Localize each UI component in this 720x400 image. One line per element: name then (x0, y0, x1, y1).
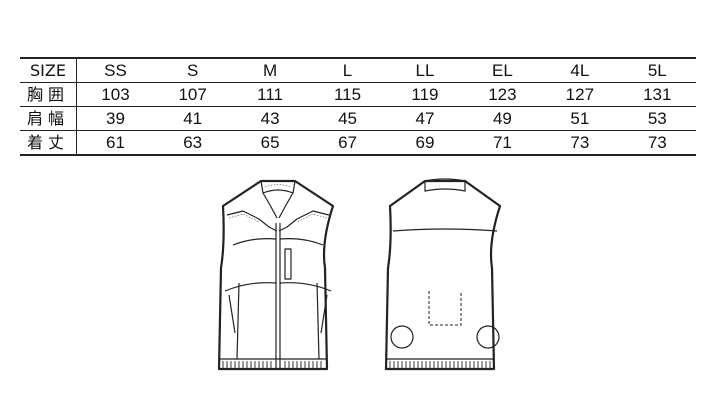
size-col-header: 4L (541, 57, 619, 83)
table-cell: 63 (153, 130, 232, 156)
size-col-header: S (153, 57, 232, 83)
table-cell: 53 (618, 106, 696, 131)
back-yoke-seam (392, 228, 498, 232)
waist-seam-right (279, 282, 332, 292)
back-body-outline (384, 179, 502, 371)
side-seam-right (316, 282, 320, 360)
table-cell: 119 (386, 82, 464, 107)
table-cell: 73 (618, 130, 696, 156)
side-pocket-left (228, 294, 236, 334)
back-collar (424, 178, 466, 192)
table-cell: 73 (541, 130, 619, 156)
table-cell: 111 (231, 82, 309, 107)
row-label-shoulder: 肩幅 (20, 106, 77, 131)
yoke-right (278, 210, 330, 232)
collar-left (260, 180, 278, 219)
front-body-outline (217, 179, 335, 371)
length-row: 着丈 61 63 65 67 69 71 73 73 (20, 130, 696, 156)
size-header-label: SIZE (20, 57, 77, 83)
waist-seam-left (224, 282, 277, 292)
stitch-collar (264, 184, 292, 188)
table-cell: 43 (231, 106, 309, 131)
size-col-header: 5L (618, 57, 696, 83)
size-chart-table: SIZE SS S M L LL EL 4L 5L 胸囲 103 107 111… (20, 57, 696, 156)
table-cell: 107 (153, 82, 232, 107)
table-cell: 41 (153, 106, 232, 131)
side-seam-left (236, 282, 240, 360)
table-cell: 71 (463, 130, 542, 156)
table-cell: 67 (308, 130, 387, 156)
table-cell: 115 (308, 82, 387, 107)
yoke-left (226, 210, 278, 232)
table-cell: 47 (386, 106, 464, 131)
table-cell: 131 (618, 82, 696, 107)
chest-panel-right (279, 238, 324, 246)
table-cell: 123 (463, 82, 542, 107)
table-cell: 127 (541, 82, 619, 107)
row-label-chest: 胸囲 (20, 82, 77, 107)
battery-pocket-dashed (428, 291, 462, 326)
stitch-yoke-left (228, 213, 260, 223)
back-hem-rib (389, 361, 491, 368)
table-cell: 39 (76, 106, 154, 131)
shoulder-row: 肩幅 39 41 43 45 47 49 51 53 (20, 106, 696, 131)
chest-panel-left (232, 238, 277, 246)
table-cell: 49 (463, 106, 542, 131)
collar-right (278, 180, 296, 219)
size-col-header: LL (386, 57, 464, 83)
size-col-header: SS (76, 57, 154, 83)
stitch-yoke-right (296, 213, 328, 223)
vest-front-illustration (217, 179, 335, 371)
table-cell: 103 (76, 82, 154, 107)
table-cell: 45 (308, 106, 387, 131)
table-cell: 69 (386, 130, 464, 156)
vest-back-illustration (384, 178, 502, 371)
collar-stand (262, 189, 294, 194)
table-cell: 61 (76, 130, 154, 156)
chest-pocket-zip (284, 248, 292, 280)
row-label-length: 着丈 (20, 130, 77, 156)
table-cell: 51 (541, 106, 619, 131)
front-hem-rib (222, 361, 322, 368)
size-col-header: L (308, 57, 387, 83)
size-col-header: EL (463, 57, 542, 83)
size-col-header: M (231, 57, 309, 83)
fan-port-left (390, 325, 414, 349)
side-pocket-right (320, 294, 328, 334)
table-cell: 65 (231, 130, 309, 156)
fan-port-right (476, 325, 500, 349)
size-header-row: SIZE SS S M L LL EL 4L 5L (20, 57, 696, 83)
chest-row: 胸囲 103 107 111 115 119 123 127 131 (20, 82, 696, 107)
